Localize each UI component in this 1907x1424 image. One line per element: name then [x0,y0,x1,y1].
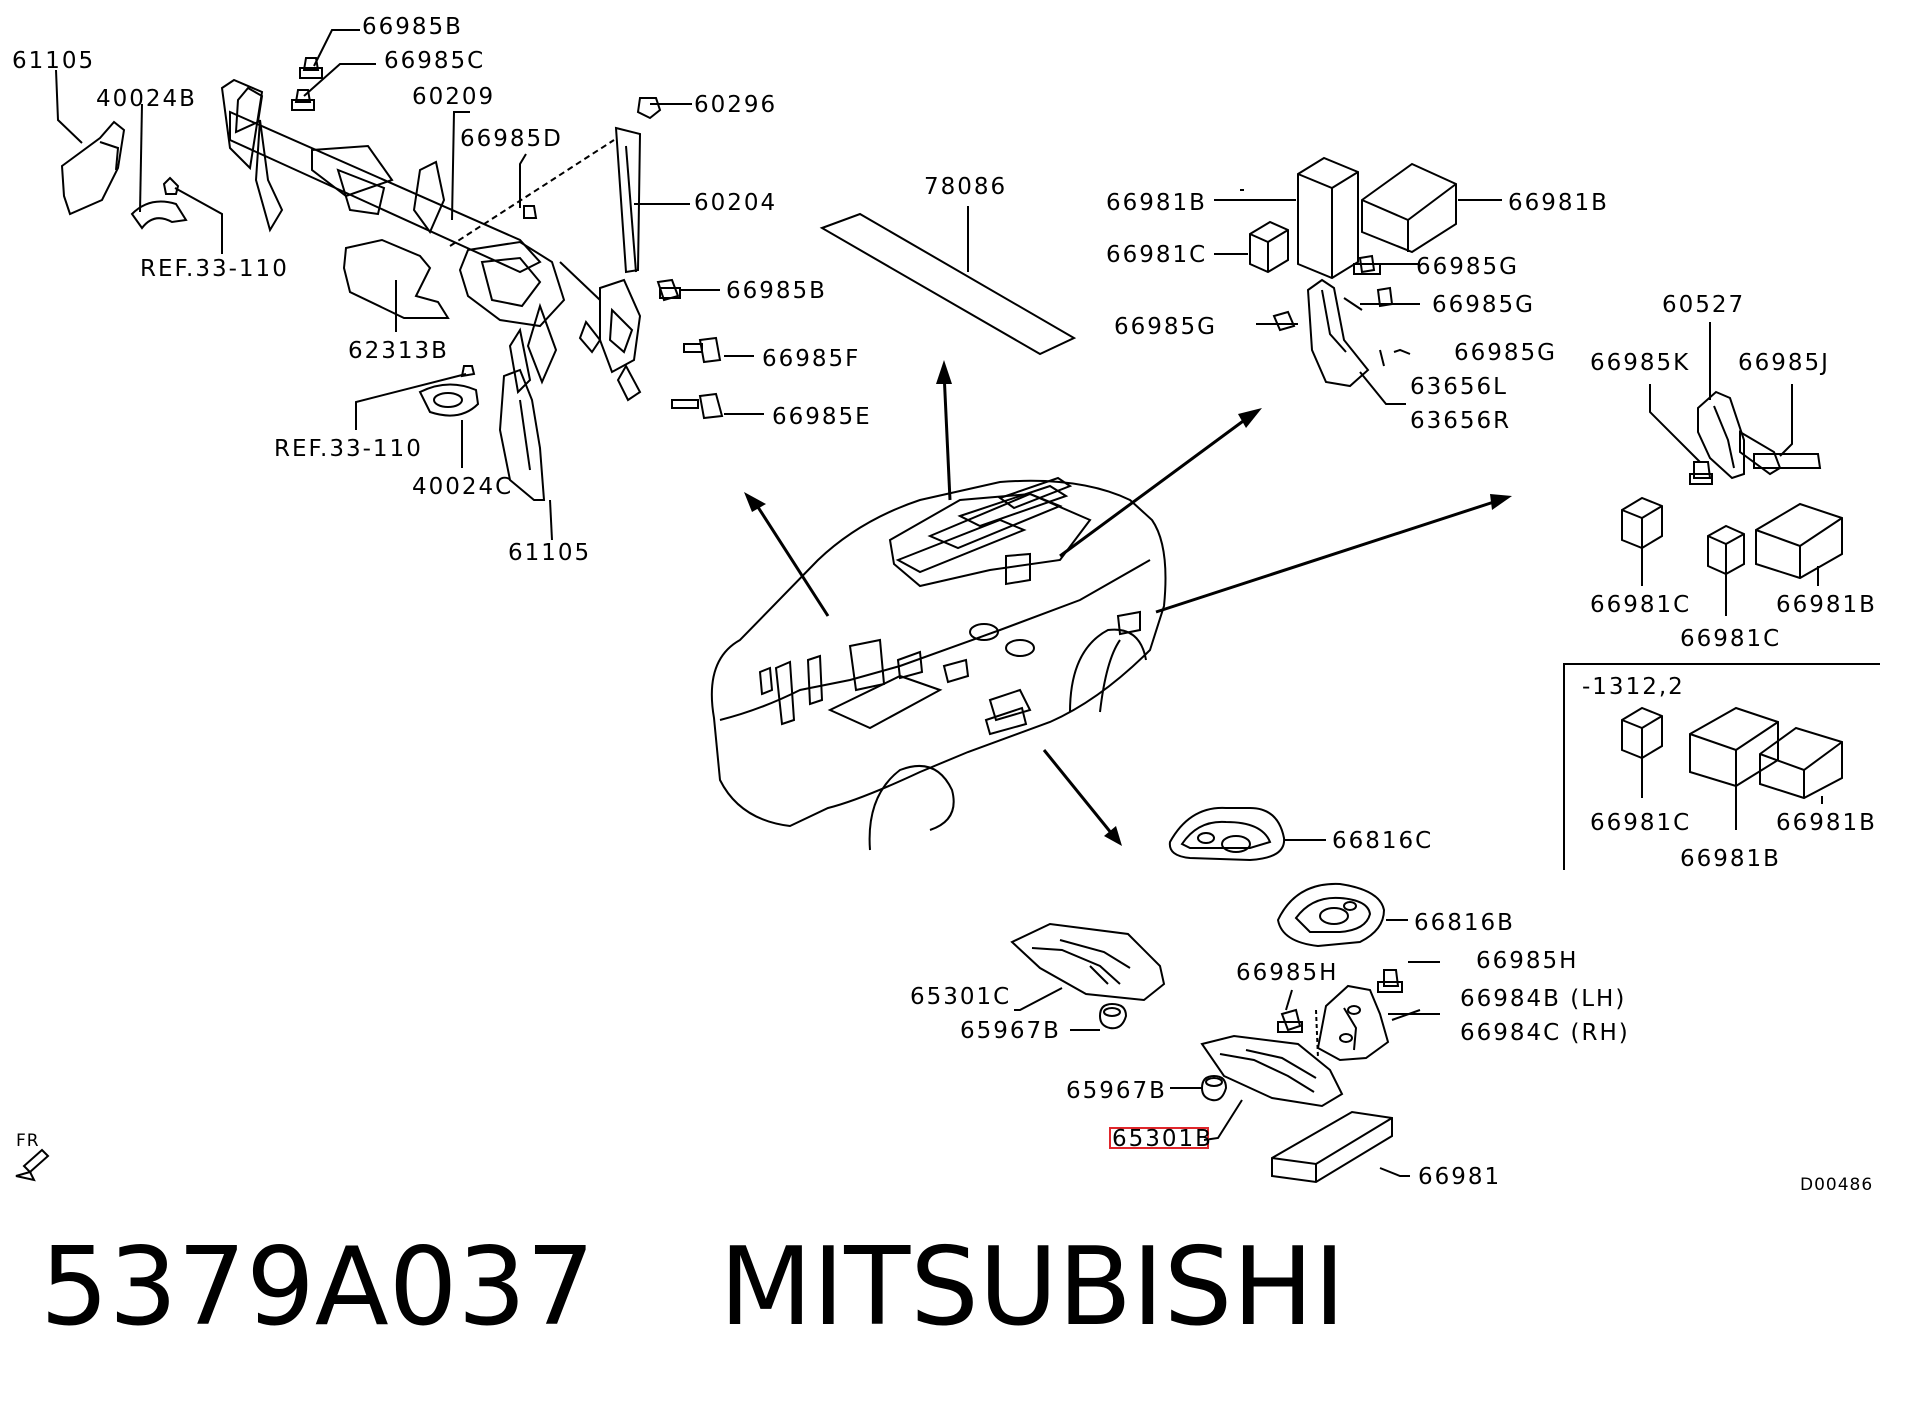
clip-40024b [130,200,188,230]
label-66981c-4: 66981C [1590,810,1691,836]
label-62313b: 62313B [348,338,449,364]
label-66985g-2: 66985G [1432,292,1535,318]
bolts-left [291,57,724,420]
insulator-66816c [1168,806,1286,862]
label-60204: 60204 [694,190,777,216]
grommet-65967b-upper [1098,1002,1128,1030]
pads-inset [1621,706,1843,800]
label-66985c: 66985C [384,48,485,74]
part-number: 5379A037 [40,1225,595,1350]
label-66981c-1: 66981C [1106,242,1207,268]
label-66981b-1: 66981B [1106,190,1207,216]
label-65301b: 65301B [1112,1126,1213,1152]
footer: 5379A037 MITSUBISHI [40,1225,1840,1375]
pads-far-right [1621,496,1843,580]
insulator-66816b [1276,882,1386,948]
label-63656r: 63656R [1410,408,1511,434]
label-66985h-2: 66985H [1236,960,1338,986]
clip-40024c [418,383,480,417]
leaders-inset [1641,758,1823,830]
label-60296: 60296 [694,92,777,118]
label-66985e: 66985E [772,404,872,430]
label-65967b-2: 65967B [1066,1078,1167,1104]
fr-arrow-icon [15,1148,50,1182]
label-40024b: 40024B [96,86,197,112]
leaders-top-right [1214,189,1502,405]
cover-65301b [1200,1034,1344,1108]
bracket-60527 [1689,390,1822,485]
label-fr: FR [16,1131,40,1151]
label-66981b-2: 66981B [1508,190,1609,216]
arrows [754,371,1501,835]
cover-65301c [1010,922,1166,1002]
label-66985j: 66985J [1738,350,1830,376]
label-60209: 60209 [412,84,495,110]
car-body [710,476,1167,851]
pads-top-right [1249,156,1457,280]
pad-62313b [342,238,450,319]
panel-61105-upper [60,120,126,216]
plate-78086 [819,212,1077,356]
label-66981b-5: 66981B [1776,810,1877,836]
label-66985g-1: 66985G [1416,254,1519,280]
bracket-66984 [1315,984,1390,1062]
label-65301c: 65301C [910,984,1011,1010]
label-63656l: 63656L [1410,374,1508,400]
label-66816c: 66816C [1332,828,1433,854]
cross-car-beam-assembly [220,78,642,402]
label-61105-a: 61105 [12,48,95,74]
label-66985h-1: 66985H [1476,948,1578,974]
label-66981b-4: 66981B [1680,846,1781,872]
label-66985k: 66985K [1590,350,1690,376]
label-60527: 60527 [1662,292,1745,318]
label-range: -1312,2 [1582,674,1685,700]
pad-66981 [1271,1110,1393,1184]
bracket-63656 [1272,254,1394,388]
inset-frame [1563,663,1880,870]
label-66985f: 66985F [762,346,860,372]
labels: 61105 40024B 66985B 66985C 60209 66985D … [12,14,1877,1195]
leaders-far-right [1641,322,1819,616]
label-61105-b: 61105 [508,540,591,566]
label-drawing-code: D00486 [1800,1175,1873,1195]
label-ref-33-110-b: REF.33-110 [274,436,423,462]
label-66981: 66981 [1418,1164,1501,1190]
bolts-66985h [1277,969,1403,1033]
label-66981b-3: 66981B [1776,592,1877,618]
label-66984c: 66984C (RH) [1460,1020,1630,1046]
leaders-left [55,29,764,541]
brand-name: MITSUBISHI [719,1225,1346,1350]
label-66985g-3: 66985G [1114,314,1217,340]
label-ref-33-110-a: REF.33-110 [140,256,289,282]
label-78086: 78086 [924,174,1007,200]
label-65967b-1: 65967B [960,1018,1061,1044]
label-40024c: 40024C [412,474,513,500]
label-66981c-3: 66981C [1680,626,1781,652]
grommet-65967b-lower [1200,1074,1228,1102]
label-66816b: 66816B [1414,910,1515,936]
label-66984b: 66984B (LH) [1460,986,1626,1012]
label-66981c-2: 66981C [1590,592,1691,618]
panel-61105-lower [498,368,546,501]
highlight-box-65301b [1109,1127,1209,1149]
label-66985d: 66985D [460,126,563,152]
label-66985g-4: 66985G [1454,340,1557,366]
label-66985b-1: 66985B [362,14,463,40]
label-66985b-2: 66985B [726,278,827,304]
